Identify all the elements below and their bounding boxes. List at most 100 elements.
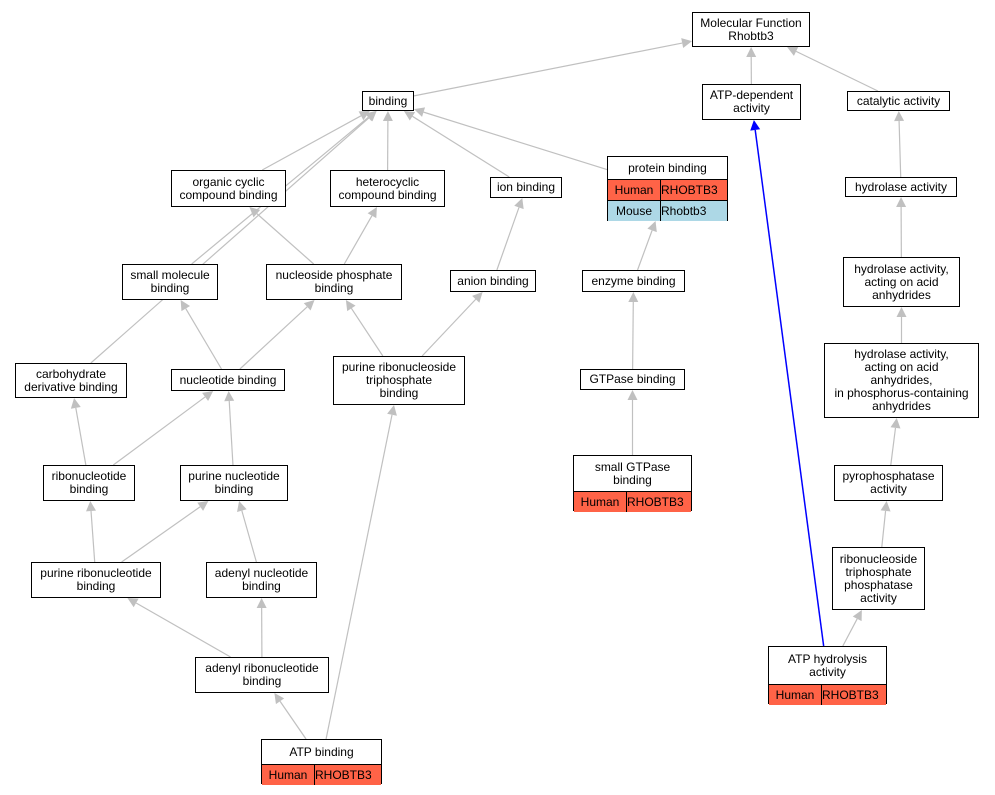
edge-atphyd-to-atpdep	[754, 129, 825, 647]
edge-atpbind-to-purtri	[325, 414, 393, 740]
arrowhead-nucphos-to-hetero	[367, 207, 377, 219]
gene-label: RHOBTB3	[822, 687, 879, 702]
arrowhead-ribonuc-to-nucleotide	[202, 391, 214, 401]
arrowhead-gtpase-to-enzyme	[628, 292, 639, 303]
node-small-molecule-binding[interactable]: small molecule binding	[122, 264, 218, 300]
node-purine-nucleotide-binding[interactable]: purine nucleotide binding	[180, 465, 288, 501]
edge-purnuc-to-nucleotide	[228, 400, 234, 466]
node-enzyme-binding[interactable]: enzyme binding	[582, 270, 685, 292]
node-atp-binding[interactable]: ATP binding Human RHOBTB3	[261, 739, 382, 785]
node-anion-binding[interactable]: anion binding	[450, 270, 536, 292]
node-organic-cyclic-compound-binding[interactable]: organic cyclic compound binding	[171, 170, 286, 207]
annotation-row-human: Human RHOBTB3	[262, 764, 381, 785]
edge-protein-to-binding	[423, 111, 608, 171]
node-atp-dependent-activity[interactable]: ATP-dependent activity	[702, 84, 801, 120]
arrowhead-carb-to-binding	[365, 111, 377, 122]
node-ribonucleoside-triphosphate-phosphatase[interactable]: ribonucleoside triphosphate phosphatase …	[832, 547, 925, 610]
node-binding[interactable]: binding	[362, 91, 414, 111]
node-purine-ribonucleotide-binding[interactable]: purine ribonucleotide binding	[31, 562, 161, 598]
edge-nucphos-to-hetero	[343, 215, 373, 265]
annotation-row-mouse: Mouse Rhobtb3	[608, 200, 727, 221]
arrowhead-atpbind-to-adenribo	[274, 693, 285, 705]
node-pyrophosphatase-activity[interactable]: pyrophosphatase activity	[834, 465, 943, 501]
annotation-row-human: Human RHOBTB3	[608, 179, 727, 200]
arrowhead-hydrolase-to-catalytic	[894, 111, 905, 122]
annotation-row-human: Human RHOBTB3	[574, 491, 691, 512]
edge-adenyl-to-purnuc	[241, 510, 257, 563]
node-hydrolase-acid-anhydrides[interactable]: hydrolase activity, acting on acid anhyd…	[843, 257, 960, 307]
arrowhead-hetero-to-binding	[382, 111, 393, 122]
edge-nucleotide-to-smallmol	[185, 308, 223, 370]
node-nucleoside-phosphate-binding[interactable]: nucleoside phosphate binding	[266, 264, 402, 300]
arrowhead-purribo-to-ribonuc	[86, 501, 97, 512]
arrowhead-smallgtp-to-gtpase	[627, 390, 638, 400]
edge-adenribo-to-purribo	[135, 602, 231, 658]
arrowhead-adenribo-to-purribo	[127, 598, 139, 608]
arrowhead-atpbind-to-purtri	[387, 405, 397, 416]
arrowhead-adenyl-to-purnuc	[237, 501, 247, 512]
annotation-row-human: Human RHOBTB3	[769, 684, 886, 705]
edge-organic-to-binding	[261, 115, 362, 171]
arrowhead-nucleotide-to-nucphos	[303, 300, 315, 311]
arrowhead-atphyd-to-atpdep	[750, 120, 761, 131]
node-ribonucleotide-binding[interactable]: ribonucleotide binding	[43, 465, 135, 501]
edge-purtri-to-anion	[421, 298, 477, 357]
arrowhead-adenribo-to-adenyl	[256, 598, 267, 609]
arrowhead-purnuc-to-nucleotide	[224, 391, 235, 402]
gene-label: RHOBTB3	[661, 182, 718, 197]
node-gtpase-binding[interactable]: GTPase binding	[580, 369, 685, 390]
species-label: Human	[769, 685, 822, 705]
arrowhead-nucphos-to-organic	[249, 207, 261, 218]
edge-ntpase-to-pyro	[881, 510, 887, 548]
edge-ion-to-binding	[412, 115, 510, 178]
arrowhead-purtri-to-nucphos	[345, 300, 356, 312]
edge-enzyme-to-protein	[636, 230, 653, 271]
node-atp-hydrolysis-activity[interactable]: ATP hydrolysis activity Human RHOBTB3	[768, 646, 887, 705]
species-label: Human	[574, 492, 627, 512]
arrowhead-atpdep-to-mf	[746, 47, 757, 58]
arrowhead-hydacid-to-hydrolase	[896, 197, 907, 208]
node-adenyl-ribonucleotide-binding[interactable]: adenyl ribonucleotide binding	[195, 657, 329, 693]
edge-purribo-to-ribonuc	[90, 510, 96, 563]
edge-nucphos-to-organic	[256, 213, 315, 265]
gene-label: RHOBTB3	[627, 494, 684, 509]
edge-gtpase-to-enzyme	[632, 301, 634, 370]
node-hydrolase-activity[interactable]: hydrolase activity	[845, 177, 957, 197]
arrowhead-atphyd-to-ntpase	[852, 610, 862, 622]
edge-atphyd-to-ntpase	[842, 618, 858, 647]
edge-nucleotide-to-nucphos	[239, 306, 308, 370]
edge-carb-to-binding	[90, 117, 370, 364]
arrowhead-binding-to-mf	[681, 38, 692, 48]
arrowhead-purribo-to-purnuc	[197, 501, 209, 511]
edge-purribo-to-purnuc	[121, 506, 201, 563]
arrowhead-ribonuc-to-carb	[70, 398, 81, 409]
arrowhead-enzyme-to-protein	[647, 221, 657, 233]
arrowhead-purtri-to-anion	[472, 292, 483, 303]
arrowhead-ntpase-to-pyro	[880, 501, 891, 512]
node-molecular-function[interactable]: Molecular Function Rhobtb3	[692, 12, 810, 47]
node-catalytic-activity[interactable]: catalytic activity	[847, 91, 950, 111]
arrowhead-hydphos-to-hydacid	[896, 307, 907, 317]
node-heterocyclic-compound-binding[interactable]: heterocyclic compound binding	[330, 170, 445, 207]
gene-label: Rhobtb3	[661, 203, 707, 218]
arrowhead-nucleotide-to-smallmol	[180, 300, 191, 312]
species-label: Mouse	[608, 201, 661, 221]
edge-ribonuc-to-carb	[75, 407, 87, 466]
edge-ribonuc-to-nucleotide	[112, 396, 206, 466]
arrowhead-ion-to-binding	[403, 111, 416, 121]
edge-hydrolase-to-catalytic	[898, 120, 902, 178]
node-small-gtpase-binding[interactable]: small GTPase binding Human RHOBTB3	[573, 455, 692, 512]
node-protein-binding[interactable]: protein binding Human RHOBTB3 Mouse Rhob…	[607, 156, 728, 221]
arrowhead-protein-to-binding	[414, 107, 426, 117]
node-purine-ribonucleoside-triphosphate-binding[interactable]: purine ribonucleoside triphosphate bindi…	[333, 356, 465, 405]
node-ion-binding[interactable]: ion binding	[490, 177, 562, 198]
species-label: Human	[608, 180, 661, 200]
edge-pyro-to-hydphos	[890, 427, 897, 466]
node-adenyl-nucleotide-binding[interactable]: adenyl nucleotide binding	[206, 562, 317, 598]
node-nucleotide-binding[interactable]: nucleotide binding	[171, 369, 285, 391]
edge-binding-to-mf	[413, 42, 683, 97]
node-hydrolase-phosphorus-anhydrides[interactable]: hydrolase activity, acting on acid anhyd…	[824, 343, 979, 418]
node-carbohydrate-derivative-binding[interactable]: carbohydrate derivative binding	[15, 363, 127, 398]
edge-anion-to-ion	[496, 207, 520, 271]
